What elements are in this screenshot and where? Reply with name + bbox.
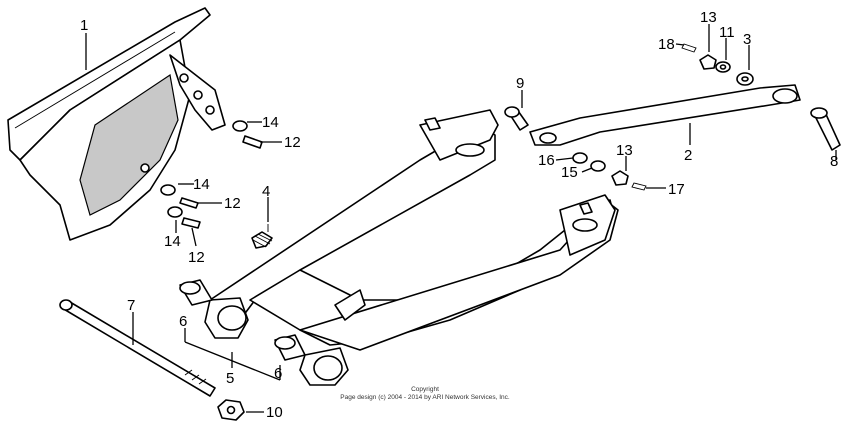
callout-10: 10 <box>266 404 283 421</box>
copyright-text: Page design (c) 2004 - 2014 by ARI Netwo… <box>340 394 510 401</box>
washer-11 <box>715 61 731 73</box>
callout-5: 5 <box>226 370 234 387</box>
pivot-nut <box>217 399 245 421</box>
chain-case <box>7 7 226 241</box>
callout-6-lower: 6 <box>274 365 282 382</box>
callout-12-upper: 12 <box>284 134 301 151</box>
callout-3: 3 <box>743 31 751 48</box>
pivot-bolt <box>59 299 216 397</box>
callout-2: 2 <box>684 147 692 164</box>
callout-12-lower: 12 <box>188 249 205 266</box>
callout-11: 11 <box>719 24 735 41</box>
callout-7: 7 <box>127 297 135 314</box>
bolt-8 <box>810 107 841 151</box>
callout-13-lower: 13 <box>616 142 633 159</box>
washer-14-upper <box>232 120 248 132</box>
bushing-upper <box>179 279 213 306</box>
callout-12-middle: 12 <box>224 195 241 212</box>
callout-13-upper: 13 <box>700 9 717 26</box>
callout-15: 15 <box>561 164 578 181</box>
bushing-lower <box>274 334 306 361</box>
callouts: 1 2 3 4 5 6 6 7 8 9 10 11 12 12 12 13 13… <box>80 9 838 421</box>
bolt-12-upper <box>242 135 263 149</box>
swing-arm <box>204 109 619 386</box>
callout-16: 16 <box>538 152 555 169</box>
callout-14-upper: 14 <box>262 114 279 131</box>
washer-14-lower <box>167 206 183 218</box>
leader-lines <box>85 24 837 413</box>
bolt-12-middle <box>179 197 199 209</box>
nut-13-upper <box>699 54 717 70</box>
cotter-pin-18 <box>681 43 697 53</box>
bolt-9 <box>504 106 529 131</box>
bolt-12-lower <box>181 217 201 229</box>
callout-4: 4 <box>262 183 270 200</box>
spring <box>251 224 273 249</box>
callout-1: 1 <box>80 17 88 34</box>
washer-15 <box>590 160 606 172</box>
callout-18: 18 <box>658 36 675 53</box>
washer-14-middle <box>160 184 176 196</box>
nut-13-lower <box>611 170 629 186</box>
copyright-title: Copyright <box>411 386 439 393</box>
copyright-notice: Copyright Page design (c) 2004 - 2014 by… <box>330 386 520 402</box>
cotter-pin-17 <box>631 182 647 191</box>
callout-8: 8 <box>830 153 838 170</box>
callout-17: 17 <box>668 181 685 198</box>
washer-16 <box>572 152 588 164</box>
callout-14-middle: 14 <box>193 176 210 193</box>
callout-9: 9 <box>516 75 524 92</box>
washer-3 <box>736 72 754 86</box>
callout-6-upper: 6 <box>179 313 187 330</box>
callout-14-lower: 14 <box>164 233 181 250</box>
torque-link <box>529 84 801 146</box>
